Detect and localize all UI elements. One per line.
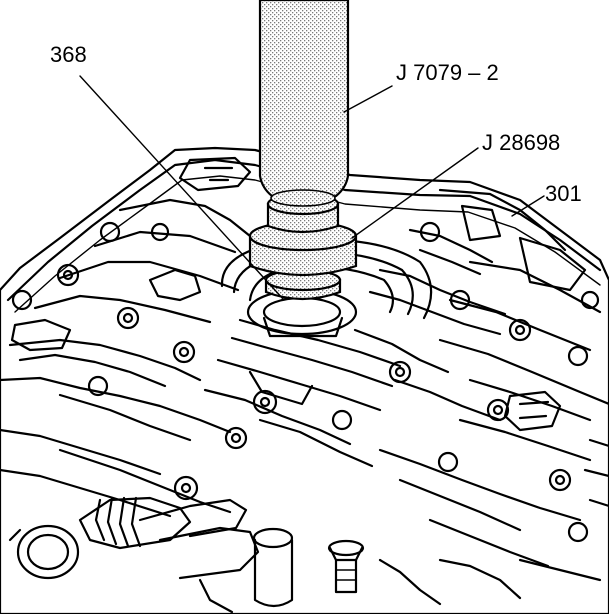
callout-j28698: J 28698 [482, 130, 560, 155]
callout-301: 301 [545, 181, 582, 206]
leader-301 [511, 195, 545, 217]
leader-j7079-2 [343, 85, 393, 113]
callout-368: 368 [50, 42, 87, 67]
valve-body-casting [0, 146, 609, 614]
leader-368 [79, 75, 285, 301]
tool-j7079-2-driver-handle [258, 0, 350, 207]
callout-j7079-2: J 7079 – 2 [396, 60, 499, 85]
leader-j28698 [351, 147, 479, 239]
leader-lines [79, 75, 545, 301]
